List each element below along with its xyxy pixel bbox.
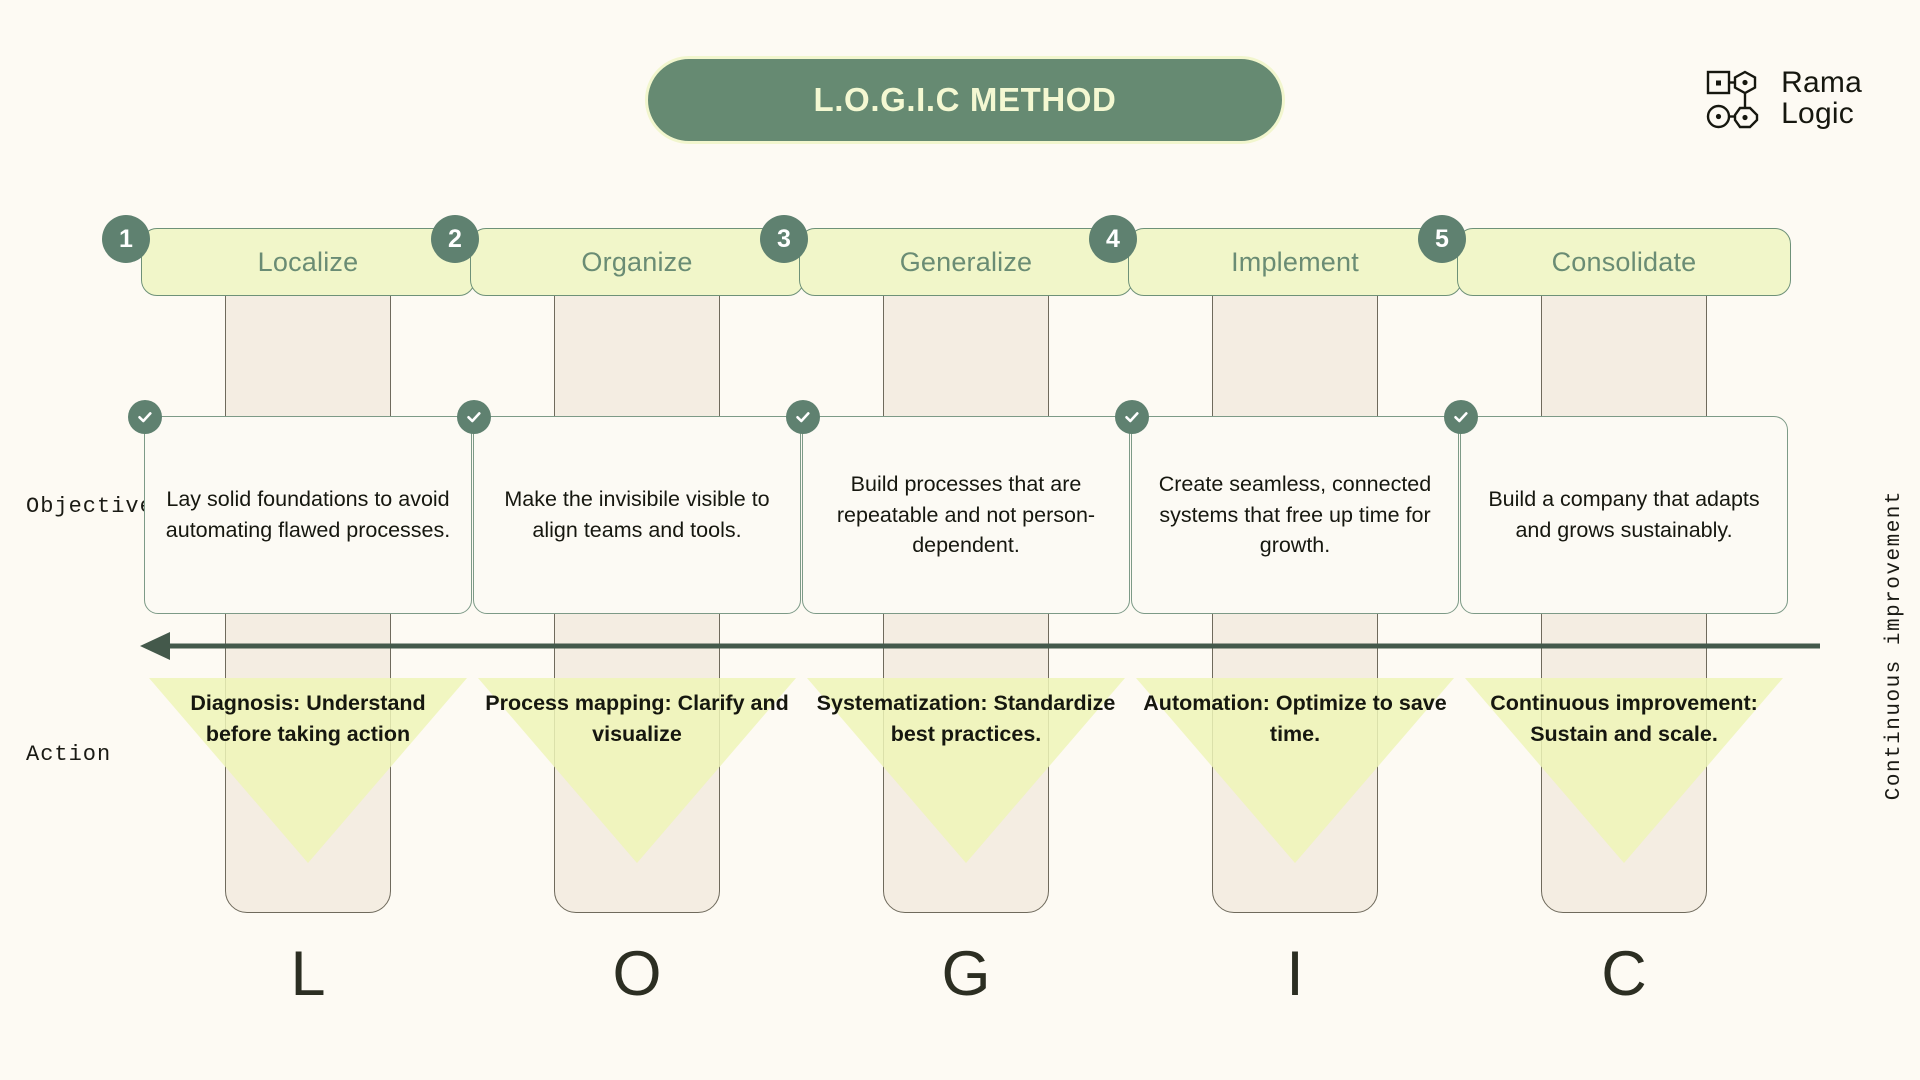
objective-card[interactable]: Lay solid foundations to avoid automatin… [128, 400, 472, 614]
step-header-pill[interactable]: Localize [141, 228, 475, 296]
step-label: Implement [1231, 246, 1359, 277]
row-label-objective: Objective [26, 494, 154, 519]
step-big-letter: G [941, 939, 991, 1009]
action-triangle [149, 678, 467, 863]
page-title-banner: L.O.G.I.C METHOD [645, 56, 1285, 144]
step-big-letter: C [1601, 939, 1647, 1009]
action-text: Systematization: Standardize best practi… [816, 691, 1116, 747]
step-big-letter: I [1286, 939, 1304, 1009]
objective-text: Lay solid foundations to avoid automatin… [165, 487, 451, 542]
objective-card[interactable]: Build processes that are repeatable and … [786, 400, 1130, 614]
action-triangle [1465, 678, 1783, 863]
objective-text: Build processes that are repeatable and … [836, 472, 1096, 558]
step-big-letter: L [290, 939, 326, 1009]
brand-name-line1: Rama [1781, 66, 1862, 100]
step-label: Localize [257, 246, 359, 277]
brand-name: Rama Logic [1781, 68, 1862, 129]
check-circle-icon [457, 400, 491, 434]
objective-text: Make the invisibile visible to align tea… [504, 487, 770, 542]
step-header-pill[interactable]: Generalize [799, 228, 1133, 296]
action-text: Diagnosis: Understand before taking acti… [190, 691, 426, 747]
step-header-pill[interactable]: Consolidate [1457, 228, 1791, 296]
check-circle-icon [128, 400, 162, 434]
action-triangle [807, 678, 1125, 863]
brand-name-line2: Logic [1781, 97, 1854, 130]
action-triangle [1136, 678, 1454, 863]
action-text: Process mapping: Clarify and visualize [485, 691, 789, 747]
action-text: Continuous improvement: Sustain and scal… [1490, 691, 1758, 747]
check-circle-icon [1115, 400, 1149, 434]
objective-card[interactable]: Create seamless, connected systems that … [1115, 400, 1459, 614]
step-label: Organize [581, 246, 693, 277]
row-label-action: Action [26, 742, 112, 767]
action-triangle [478, 678, 796, 863]
page-title: L.O.G.I.C METHOD [813, 81, 1117, 118]
step-number-badge: 1 [102, 215, 150, 263]
objective-text: Create seamless, connected systems that … [1158, 472, 1432, 558]
objective-card[interactable]: Make the invisibile visible to align tea… [457, 400, 801, 614]
step-header-pill[interactable]: Implement [1128, 228, 1462, 296]
step-number-badge: 4 [1089, 215, 1137, 263]
step-header-pill[interactable]: Organize [470, 228, 804, 296]
check-circle-icon [786, 400, 820, 434]
action-text: Automation: Optimize to save time. [1143, 691, 1447, 747]
objective-card[interactable]: Build a company that adapts and grows su… [1444, 400, 1788, 614]
brand-logo: Rama Logic [1705, 68, 1862, 130]
rama-logic-nodes-icon [1705, 68, 1769, 130]
step-number-badge: 3 [760, 215, 808, 263]
step-label: Consolidate [1551, 246, 1697, 277]
check-circle-icon [1444, 400, 1478, 434]
step-big-letter: O [612, 939, 662, 1009]
step-number-badge: 5 [1418, 215, 1466, 263]
step-label: Generalize [899, 246, 1033, 277]
step-number-badge: 2 [431, 215, 479, 263]
continuous-improvement-arrow [140, 632, 1820, 660]
objective-text: Build a company that adapts and grows su… [1488, 487, 1760, 542]
